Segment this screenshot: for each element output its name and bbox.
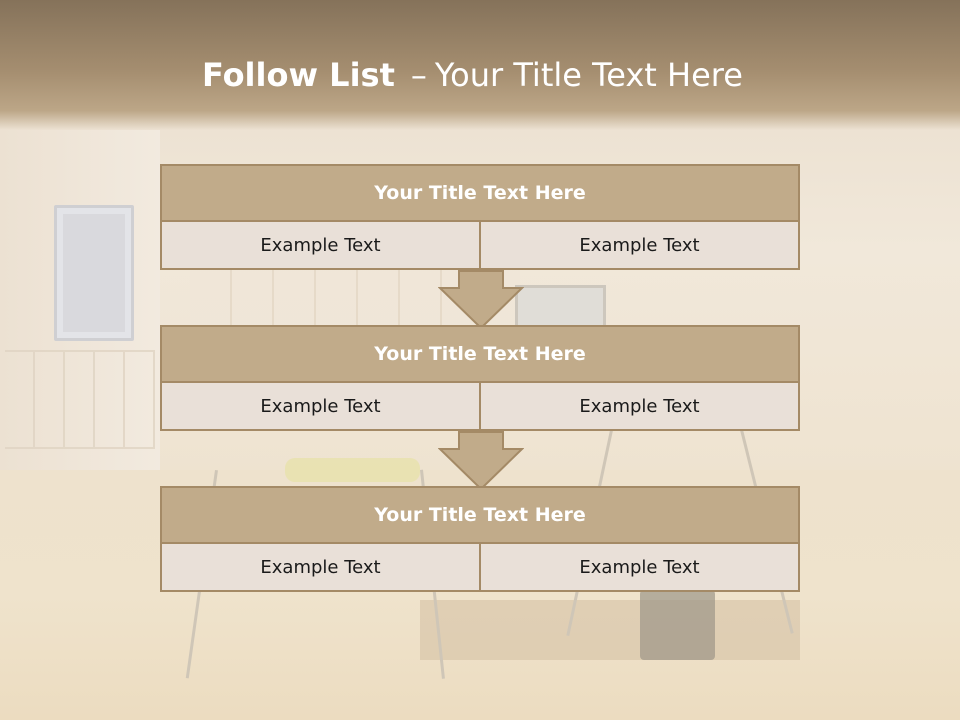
block-row: Example Text Example Text: [160, 544, 800, 592]
chair-image: [285, 458, 420, 482]
follow-block-1: Your Title Text Here Example Text Exampl…: [160, 164, 800, 270]
title-rest: Your Title Text Here: [434, 56, 743, 94]
block-cell: Example Text: [160, 544, 481, 592]
block-cell: Example Text: [481, 222, 800, 270]
block-title: Your Title Text Here: [160, 486, 800, 544]
block-cell: Example Text: [160, 222, 481, 270]
tv-image: [54, 205, 134, 341]
follow-block-3: Your Title Text Here Example Text Exampl…: [160, 486, 800, 592]
rug-image: [420, 600, 800, 660]
block-title: Your Title Text Here: [160, 325, 800, 383]
slide-title: Follow List–Your Title Text Here: [202, 56, 743, 94]
block-row: Example Text Example Text: [160, 222, 800, 270]
block-cell: Example Text: [481, 383, 800, 431]
title-bar: [0, 0, 960, 130]
bin-image: [640, 590, 715, 660]
shelf-image: [5, 350, 155, 449]
block-cell: Example Text: [481, 544, 800, 592]
block-row: Example Text Example Text: [160, 383, 800, 431]
block-cell: Example Text: [160, 383, 481, 431]
down-arrow-icon: [438, 270, 524, 330]
title-bold: Follow List: [202, 56, 395, 94]
down-arrow-icon: [438, 431, 524, 491]
follow-block-2: Your Title Text Here Example Text Exampl…: [160, 325, 800, 431]
block-title: Your Title Text Here: [160, 164, 800, 222]
title-separator: –: [410, 56, 427, 94]
